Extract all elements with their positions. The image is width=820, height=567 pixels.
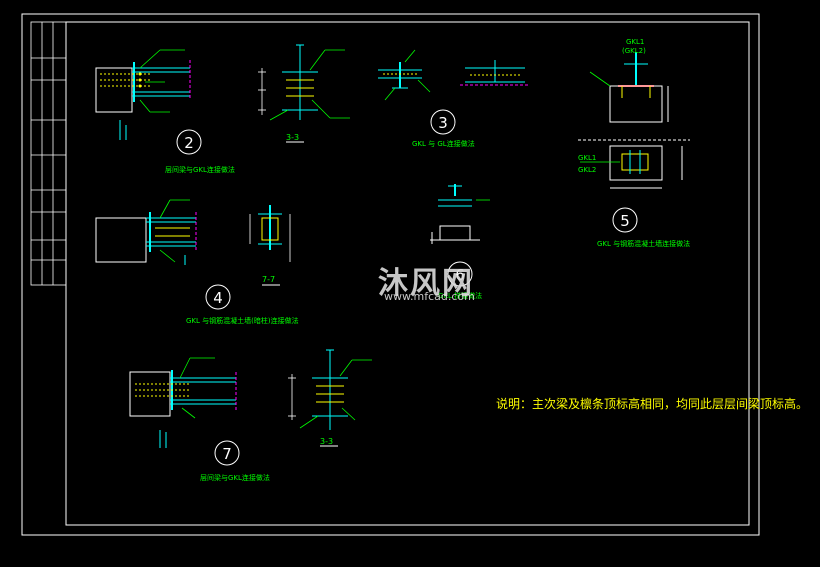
- label-gkl2-side: GKL2: [578, 166, 596, 174]
- detail-7-number: 7: [222, 445, 232, 463]
- side-title-block: [30, 21, 67, 286]
- detail-6-caption: GKL 拼接做法: [438, 291, 482, 300]
- section-3-3-drawing: [258, 44, 350, 143]
- drawing-note: 说明：主次梁及檩条顶标高相同，均同此层层间梁顶标高。: [496, 397, 809, 411]
- outer-frame: [21, 13, 760, 536]
- detail-4-number: 4: [213, 289, 223, 307]
- detail-2-drawing: [95, 49, 202, 155]
- detail-3-number: 3: [438, 114, 448, 132]
- detail-7-caption: 层间梁与GKL连接做法: [200, 473, 270, 482]
- watermark-url: www.mfcad.com: [384, 290, 475, 303]
- detail-6-drawing: [430, 184, 490, 287]
- label-gkl1-top: GKL1: [626, 38, 644, 46]
- section-3-3-bottom-label: 3-3: [320, 437, 333, 446]
- section-3-3-bottom-drawing: [288, 349, 372, 447]
- detail-7-drawing: [129, 357, 240, 466]
- detail-3-drawing: [378, 49, 530, 135]
- detail-4-caption: GKL 与钢筋混凝土墙(暗柱)连接做法: [186, 316, 299, 325]
- detail-2-number: 2: [184, 134, 194, 152]
- detail-3-caption: GKL 与 GL连接做法: [412, 139, 475, 148]
- detail-4-drawing: [95, 199, 291, 310]
- detail-5-drawing: [578, 52, 690, 233]
- section-3-3-label: 3-3: [286, 133, 299, 142]
- detail-5-number: 5: [620, 212, 630, 230]
- section-7-7-label: 7-7: [262, 275, 275, 284]
- detail-2-caption: 层间梁与GKL连接做法: [165, 165, 235, 174]
- watermark-text: 沐风网: [378, 266, 474, 301]
- label-gkl2-top: (GKL2): [622, 47, 646, 55]
- label-gkl1-side: GKL1: [578, 154, 596, 162]
- detail-5-caption: GKL 与钢筋混凝土墙连接做法: [597, 239, 690, 248]
- detail-6-number: 6: [455, 266, 465, 284]
